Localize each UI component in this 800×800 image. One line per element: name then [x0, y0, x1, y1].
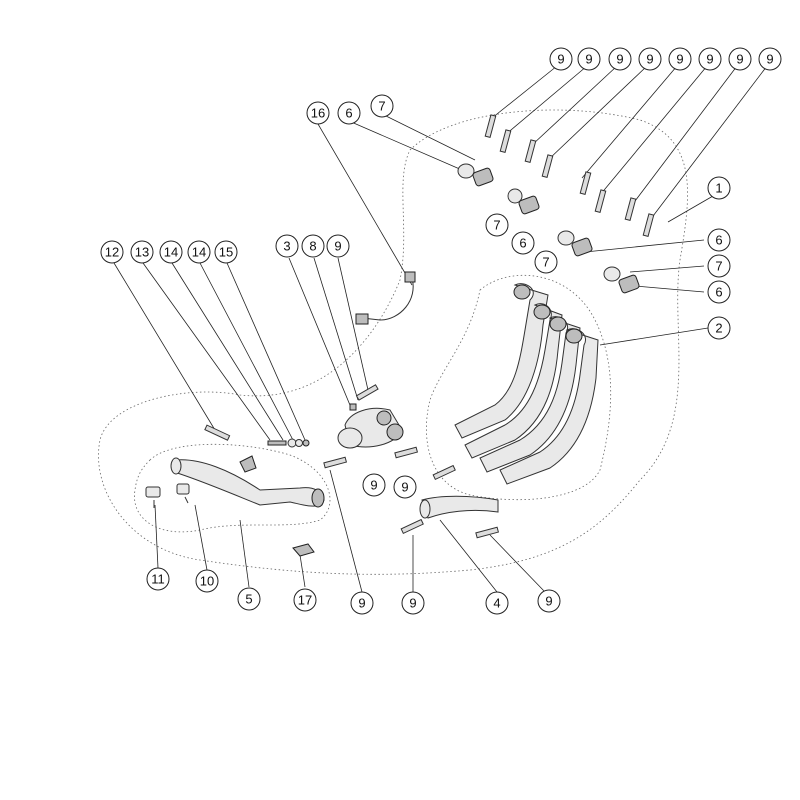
callout-6d: 6	[707, 280, 731, 304]
svg-text:6: 6	[345, 106, 352, 121]
callout-7c: 7	[534, 250, 558, 274]
svg-text:9: 9	[409, 596, 416, 611]
gasket-ring	[507, 188, 523, 204]
svg-text:14: 14	[164, 245, 178, 260]
sensor-wire	[355, 271, 416, 325]
svg-text:14: 14	[192, 245, 206, 260]
svg-text:2: 2	[715, 321, 722, 336]
callouts: 9 9 9 9 9 9 9 9 16 6 7 1 7 6 7 6 7 6 2 1…	[100, 47, 782, 615]
callout-9n: 9	[537, 589, 561, 613]
svg-text:12: 12	[105, 245, 119, 260]
callout-9f: 9	[698, 47, 722, 71]
collector	[337, 403, 404, 449]
callout-9b: 9	[577, 47, 601, 71]
flange-plate	[571, 237, 593, 257]
callout-10: 10	[195, 569, 219, 593]
callout-9m: 9	[401, 591, 425, 615]
callout-6b: 6	[511, 231, 535, 255]
flange-plate	[518, 195, 540, 215]
callout-9e: 9	[668, 47, 692, 71]
flange-plate	[618, 274, 640, 294]
svg-text:9: 9	[676, 52, 683, 67]
callout-12: 12	[100, 240, 124, 264]
svg-text:17: 17	[298, 593, 312, 608]
svg-text:7: 7	[378, 99, 385, 114]
callout-14b: 14	[187, 240, 211, 264]
svg-text:6: 6	[519, 236, 526, 251]
svg-text:9: 9	[616, 52, 623, 67]
group-outlines	[98, 109, 688, 575]
bolts-washers	[267, 438, 310, 448]
springs	[204, 114, 655, 539]
svg-text:6: 6	[715, 233, 722, 248]
gasket-ring	[557, 230, 575, 246]
svg-text:5: 5	[245, 592, 252, 607]
bracket	[292, 543, 315, 557]
callout-9g: 9	[728, 47, 752, 71]
callout-16: 16	[306, 101, 330, 125]
callout-6c: 6	[707, 228, 731, 252]
callout-9c: 9	[608, 47, 632, 71]
svg-text:15: 15	[219, 245, 233, 260]
callout-7d: 7	[707, 254, 731, 278]
header-pipes	[454, 283, 599, 485]
link-pipe-4	[419, 495, 499, 519]
svg-text:7: 7	[542, 255, 549, 270]
svg-text:9: 9	[585, 52, 592, 67]
callout-9a: 9	[549, 47, 573, 71]
callout-11: 11	[146, 567, 170, 591]
callout-7b: 7	[485, 213, 509, 237]
clamp-parts	[145, 483, 190, 508]
link-pipe	[170, 455, 325, 508]
callout-9j: 9	[362, 473, 386, 497]
svg-text:6: 6	[715, 285, 722, 300]
callout-9h: 9	[758, 47, 782, 71]
callout-14a: 14	[159, 240, 183, 264]
callout-15: 15	[214, 240, 238, 264]
callout-5: 5	[237, 587, 261, 611]
callout-9l: 9	[350, 591, 374, 615]
callout-2: 2	[707, 316, 731, 340]
gasket-ring	[603, 266, 621, 282]
callout-9i: 9	[326, 234, 350, 258]
callout-9k: 9	[393, 475, 417, 499]
svg-text:9: 9	[557, 52, 564, 67]
svg-text:1: 1	[715, 181, 722, 196]
svg-text:9: 9	[736, 52, 743, 67]
svg-text:9: 9	[370, 478, 377, 493]
svg-text:8: 8	[309, 239, 316, 254]
callout-4: 4	[485, 591, 509, 615]
outline-group-5	[134, 443, 331, 533]
svg-text:9: 9	[766, 52, 773, 67]
outline-group-2	[426, 274, 612, 501]
svg-text:13: 13	[135, 245, 149, 260]
svg-text:9: 9	[646, 52, 653, 67]
svg-text:9: 9	[545, 594, 552, 609]
outline-group-1	[98, 109, 688, 575]
callout-6a: 6	[337, 101, 361, 125]
callout-1: 1	[707, 176, 731, 200]
callout-17: 17	[293, 588, 317, 612]
gasket-ring	[457, 163, 475, 179]
svg-text:11: 11	[151, 572, 165, 587]
svg-text:9: 9	[401, 480, 408, 495]
leader-lines	[113, 65, 768, 593]
gasket-parts	[457, 163, 640, 294]
svg-text:9: 9	[358, 596, 365, 611]
callout-9d: 9	[638, 47, 662, 71]
svg-text:4: 4	[493, 596, 500, 611]
callout-8: 8	[301, 234, 325, 258]
svg-text:7: 7	[715, 259, 722, 274]
svg-text:10: 10	[200, 574, 214, 589]
svg-text:3: 3	[283, 239, 290, 254]
svg-text:9: 9	[706, 52, 713, 67]
svg-text:16: 16	[311, 106, 325, 121]
callout-13: 13	[130, 240, 154, 264]
callout-3: 3	[275, 234, 299, 258]
callout-7a: 7	[370, 94, 394, 118]
svg-text:7: 7	[493, 218, 500, 233]
flange-plate	[472, 167, 494, 187]
svg-text:9: 9	[334, 239, 341, 254]
